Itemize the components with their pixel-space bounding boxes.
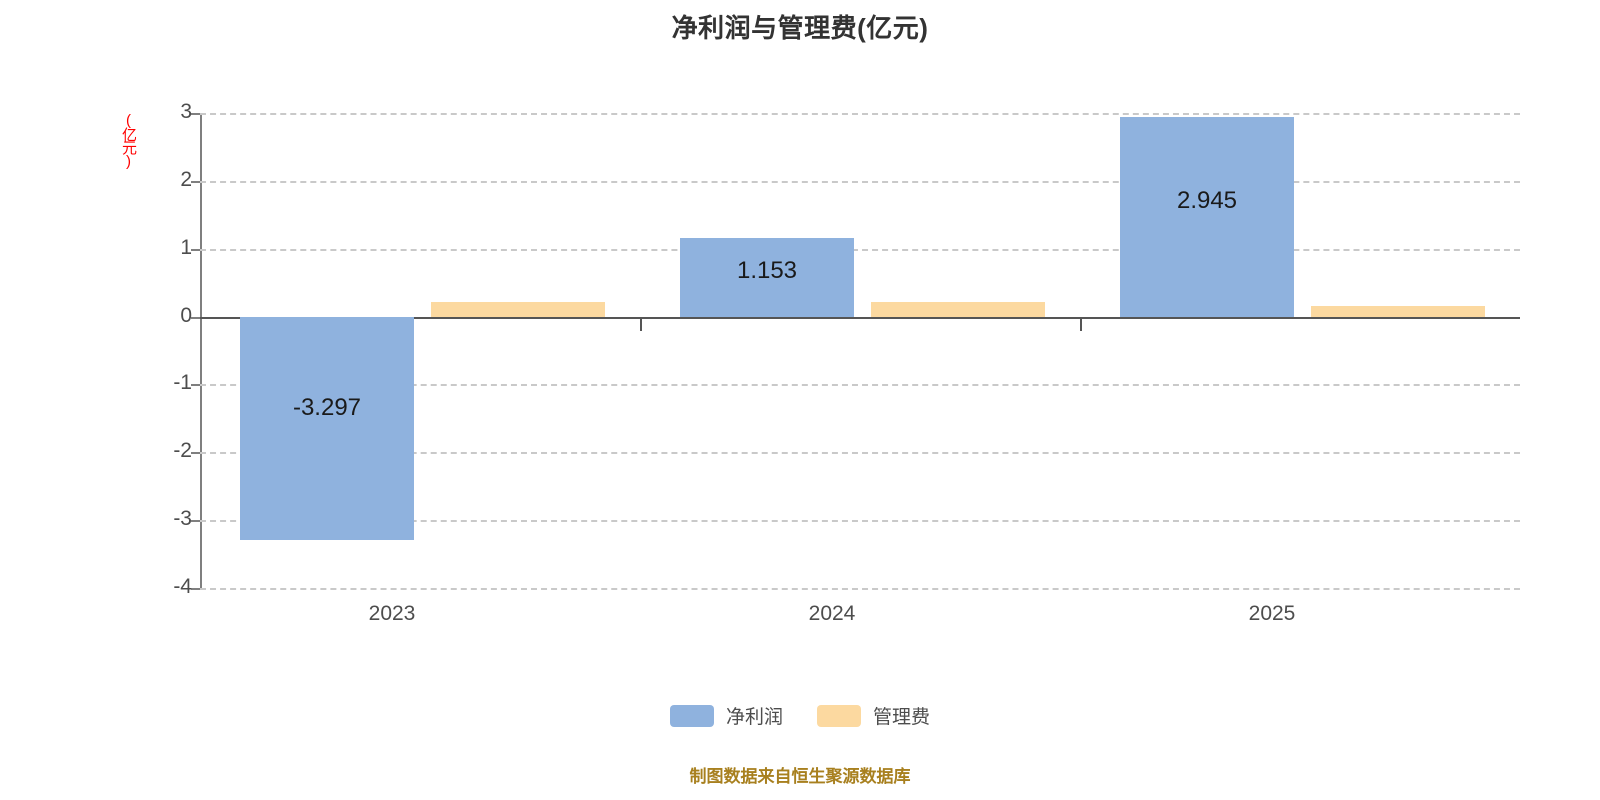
x-axis-label-2024: 2024 <box>808 602 856 625</box>
gridline <box>200 180 1520 183</box>
legend-item-管理费[interactable]: 管理费 <box>817 702 930 729</box>
bar-净利润-2025[interactable] <box>1120 116 1294 317</box>
chart-title: 净利润与管理费(亿元) <box>671 13 929 43</box>
bar-管理费-2024[interactable] <box>871 301 1045 317</box>
gridline <box>200 316 1520 319</box>
gridline <box>200 520 1520 523</box>
bar-净利润-2023[interactable] <box>240 316 414 541</box>
x-axis-label-2025: 2025 <box>1248 602 1296 625</box>
bar-管理费-2025[interactable] <box>1311 306 1485 317</box>
legend-label: 管理费 <box>873 707 931 728</box>
gridline <box>200 384 1520 387</box>
legend-item-净利润[interactable]: 净利润 <box>669 702 783 729</box>
y-axis-tick <box>191 588 200 590</box>
gridline <box>200 588 1520 590</box>
legend-swatch-icon <box>669 704 714 727</box>
gridline <box>200 113 1520 115</box>
legend-swatch-icon <box>817 704 861 727</box>
y-axis-tick <box>191 248 200 251</box>
x-axis-tick <box>640 316 642 331</box>
y-axis-tick-label: 1 <box>180 235 192 259</box>
y-axis-tick-label: 3 <box>180 100 192 123</box>
y-axis-tick <box>191 384 200 387</box>
source-note: 制图数据来自恒生聚源数据库 <box>689 767 911 786</box>
y-axis-tick <box>191 113 200 115</box>
bar-净利润-2024[interactable] <box>680 238 854 317</box>
y-axis-tick <box>191 180 200 183</box>
gridline <box>200 248 1520 251</box>
y-axis-tick-label: -1 <box>173 371 192 395</box>
gridline <box>200 452 1520 455</box>
x-axis-label-2023: 2023 <box>368 602 416 625</box>
y-axis-title: (亿元) <box>120 112 137 168</box>
y-axis-line <box>200 113 202 588</box>
bar-管理费-2023[interactable] <box>431 301 605 317</box>
chart-legend: 净利润 管理费 <box>0 702 1600 729</box>
bar-value-label: 2.945 <box>1176 186 1238 214</box>
bar-value-label: 1.153 <box>736 257 798 285</box>
y-axis-tick <box>191 316 200 319</box>
y-axis-tick-label: 2 <box>180 167 192 191</box>
y-axis-tick <box>191 452 200 455</box>
x-axis-tick <box>1080 316 1082 331</box>
y-axis-tick <box>191 520 200 523</box>
y-axis-tick-label: -4 <box>173 575 192 598</box>
y-axis-tick-label: 0 <box>180 303 192 327</box>
y-axis-tick-label: -3 <box>173 507 192 531</box>
y-axis-tick-label: -2 <box>173 439 192 463</box>
bar-value-label: -3.297 <box>292 394 362 422</box>
legend-label: 净利润 <box>725 707 783 728</box>
